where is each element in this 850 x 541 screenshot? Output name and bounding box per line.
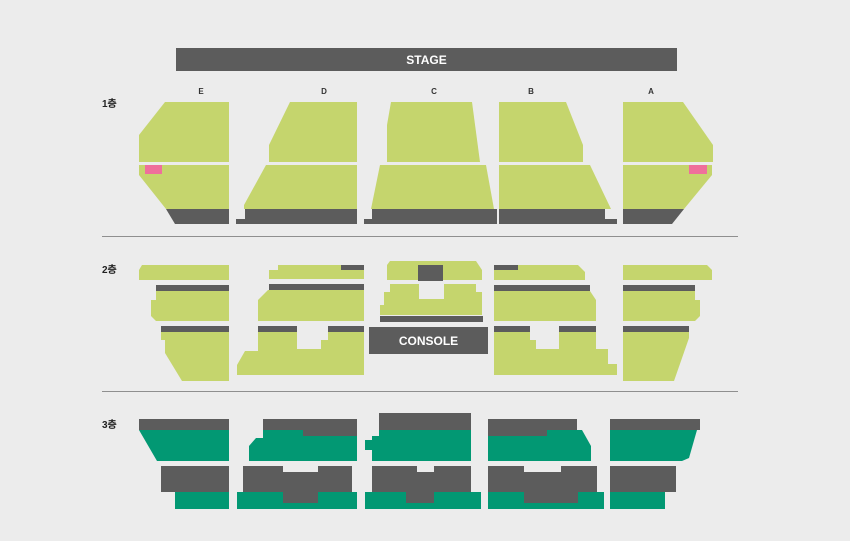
floor-label-1: 1층 — [102, 97, 117, 110]
stage-bar — [176, 48, 677, 71]
floor3-section-e[interactable] — [139, 419, 229, 509]
floor-3 — [139, 413, 700, 509]
blocked-block — [499, 209, 617, 224]
blocked-block — [161, 466, 229, 492]
seat-block[interactable] — [499, 102, 583, 162]
blocked-block — [488, 419, 577, 436]
floor-labels: 1층 2층 3층 — [102, 97, 117, 431]
stage-label: STAGE — [406, 53, 446, 67]
seat-block[interactable] — [161, 332, 229, 381]
floor2-section-c[interactable]: CONSOLE — [369, 261, 488, 354]
seat-block[interactable] — [499, 165, 611, 209]
blocked-block — [379, 413, 471, 430]
blocked-block — [494, 265, 518, 270]
blocked-row — [156, 285, 229, 291]
blocked-block — [610, 419, 700, 430]
blocked-block — [610, 466, 676, 492]
seat-block[interactable] — [623, 332, 689, 381]
seat-block[interactable] — [623, 102, 713, 162]
seat-block[interactable] — [139, 102, 229, 162]
seat-block[interactable] — [175, 492, 229, 509]
floor2-section-e[interactable] — [139, 265, 229, 381]
blocked-block — [623, 209, 684, 224]
seat-block[interactable] — [494, 332, 617, 375]
blocked-block — [236, 209, 357, 224]
blocked-block — [243, 466, 352, 503]
section-label-b: B — [528, 87, 534, 96]
seat-block[interactable] — [365, 430, 471, 461]
blocked-block — [418, 265, 443, 281]
seat-block[interactable] — [139, 265, 229, 280]
seat-block[interactable] — [610, 492, 665, 509]
seat-block[interactable] — [488, 430, 591, 461]
floor-label-3: 3층 — [102, 418, 117, 431]
seat-block[interactable] — [237, 492, 357, 509]
floor2-section-b[interactable] — [494, 265, 617, 375]
section-label-d: D — [321, 87, 327, 96]
blocked-block — [488, 466, 597, 503]
section-label-e: E — [198, 87, 204, 96]
seat-block[interactable] — [371, 165, 494, 209]
seat-block[interactable] — [151, 291, 229, 321]
seat-block[interactable] — [494, 291, 596, 321]
seat-block[interactable] — [139, 165, 229, 209]
blocked-row — [269, 284, 364, 290]
floor2-section-d[interactable] — [237, 265, 364, 375]
console-label: CONSOLE — [399, 334, 458, 348]
seat-block[interactable] — [387, 102, 480, 162]
seat-block[interactable] — [488, 492, 604, 509]
floor-1 — [139, 102, 713, 224]
seat-block[interactable] — [623, 165, 712, 209]
blocked-block — [364, 209, 497, 224]
seat-block[interactable] — [365, 492, 481, 509]
floor1-section-c[interactable] — [364, 102, 497, 224]
blocked-row — [623, 326, 689, 332]
section-labels: E D C B A — [198, 87, 654, 96]
floor3-section-d[interactable] — [237, 419, 357, 509]
blocked-row — [380, 316, 483, 322]
seat-block[interactable] — [610, 430, 697, 461]
floor-label-2: 2층 — [102, 263, 117, 276]
blocked-row — [161, 326, 229, 332]
blocked-row — [258, 326, 364, 332]
console-box — [369, 327, 488, 354]
section-label-a: A — [648, 87, 654, 96]
floor-2: CONSOLE — [139, 261, 712, 381]
seat-block[interactable] — [258, 290, 364, 321]
highlight-seat[interactable] — [689, 165, 707, 174]
seat-block[interactable] — [237, 332, 364, 375]
floor1-section-e[interactable] — [139, 102, 229, 224]
seat-block[interactable] — [269, 265, 364, 279]
floor1-section-d[interactable] — [236, 102, 357, 224]
seat-block[interactable] — [380, 284, 482, 315]
blocked-row — [494, 326, 596, 332]
floor3-section-a[interactable] — [610, 419, 700, 509]
blocked-block — [372, 466, 471, 509]
floor1-section-b[interactable] — [499, 102, 617, 224]
seat-block[interactable] — [249, 430, 357, 461]
stage: STAGE — [176, 48, 677, 71]
blocked-row — [623, 285, 695, 291]
blocked-block — [166, 209, 229, 224]
blocked-block — [139, 419, 229, 430]
blocked-block — [263, 419, 357, 436]
blocked-block — [341, 265, 364, 270]
seat-block[interactable] — [269, 102, 357, 162]
floor2-section-a[interactable] — [623, 265, 712, 381]
seat-block[interactable] — [623, 291, 700, 321]
floor3-section-b[interactable] — [488, 419, 604, 509]
blocked-row — [494, 285, 590, 291]
seat-block[interactable] — [623, 265, 712, 280]
highlight-seat[interactable] — [145, 165, 162, 174]
seat-block[interactable] — [244, 165, 357, 209]
floor1-section-a[interactable] — [623, 102, 713, 224]
section-label-c: C — [431, 87, 437, 96]
aisle-gap — [419, 284, 444, 299]
floor3-section-c[interactable] — [365, 413, 481, 509]
seat-block[interactable] — [139, 430, 229, 461]
